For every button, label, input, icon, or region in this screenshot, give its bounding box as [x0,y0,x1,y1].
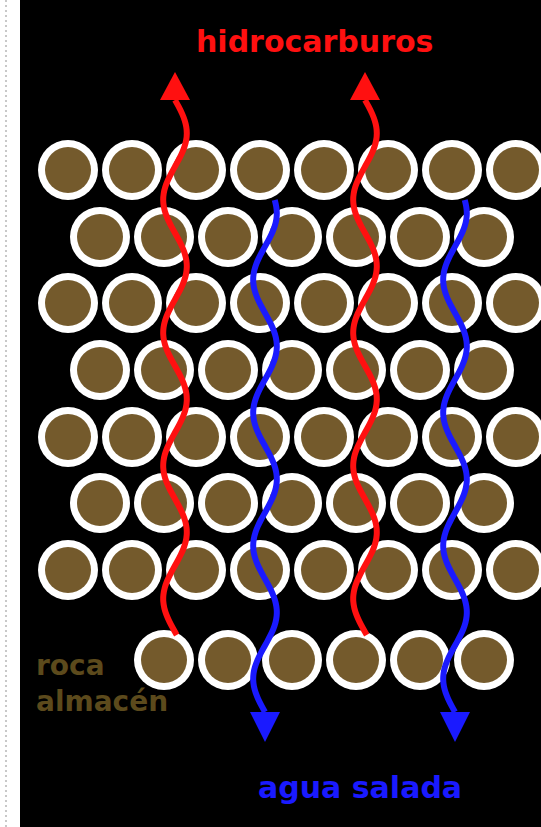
grain-rim [326,630,386,690]
rock-grain [45,280,91,326]
grain-rim [294,540,354,600]
hydrocarbon-flow [163,100,187,635]
arrow-head [250,712,280,742]
rock-grain [109,280,155,326]
rock-grain [397,347,443,393]
rock-grain [45,414,91,460]
grain-rim [358,140,418,200]
grain-rim [230,140,290,200]
grain-rim [198,630,258,690]
caption-label: hidrocarburos [196,22,433,61]
rock-grain [461,637,507,683]
rock-grain [205,480,251,526]
rock-grain [205,637,251,683]
grain-rim [486,273,541,333]
saltwater-flow [253,200,277,712]
arrow-head [350,72,380,100]
rock-grain [77,480,123,526]
grain-rim [70,207,130,267]
rock-grain [205,347,251,393]
rock-grain [397,637,443,683]
grain-rim [38,140,98,200]
rock-grain [45,547,91,593]
fluid-flows [160,72,470,742]
rock-grain [333,637,379,683]
grain-rim [294,273,354,333]
rock-grain [237,147,283,193]
grain-rim [102,407,162,467]
saltwater-flow [443,200,467,712]
arrow-head [160,72,190,100]
grain-rim [102,273,162,333]
caption-label: agua salada [258,768,462,807]
rock-grain [301,414,347,460]
rock-grain [493,547,539,593]
grain-rim [198,340,258,400]
grain-rim [134,630,194,690]
rock-grain [205,214,251,260]
grain-rim [390,340,450,400]
grain-rim [358,540,418,600]
grain-rim [294,140,354,200]
grain-rim [38,407,98,467]
grain-rim [198,207,258,267]
rock-grain [45,147,91,193]
grain-rim [422,140,482,200]
grain-rim [294,407,354,467]
rock-grain [493,147,539,193]
hydrocarbon-flow [353,100,377,635]
grain-rim [38,273,98,333]
rock-grain [493,414,539,460]
rock-grain [301,547,347,593]
grain-rim [390,207,450,267]
grain-rim [102,140,162,200]
dotted-border [5,0,7,827]
rock-grain [109,547,155,593]
grain-rim [198,473,258,533]
grain-rim [70,340,130,400]
caption-label: roca almacén [36,648,186,721]
rock-grain [109,414,155,460]
grain-rim [486,140,541,200]
grain-rim [390,473,450,533]
rock-grain [397,214,443,260]
rock-grain [269,637,315,683]
rock-grain [109,147,155,193]
arrow-head [440,712,470,742]
rock-grain [141,637,187,683]
grain-rim [358,407,418,467]
rock-grain [429,147,475,193]
rock-grain [397,480,443,526]
background-panel [20,0,541,827]
rock-grain [493,280,539,326]
grain-rim [70,473,130,533]
grain-rim [486,407,541,467]
grain-rim [38,540,98,600]
grain-rim [102,540,162,600]
rock-grain [77,347,123,393]
rock-grain [301,280,347,326]
grain-rim [486,540,541,600]
rock-grain [301,147,347,193]
grain-rim [454,630,514,690]
rock-grain [77,214,123,260]
grain-rim [358,273,418,333]
